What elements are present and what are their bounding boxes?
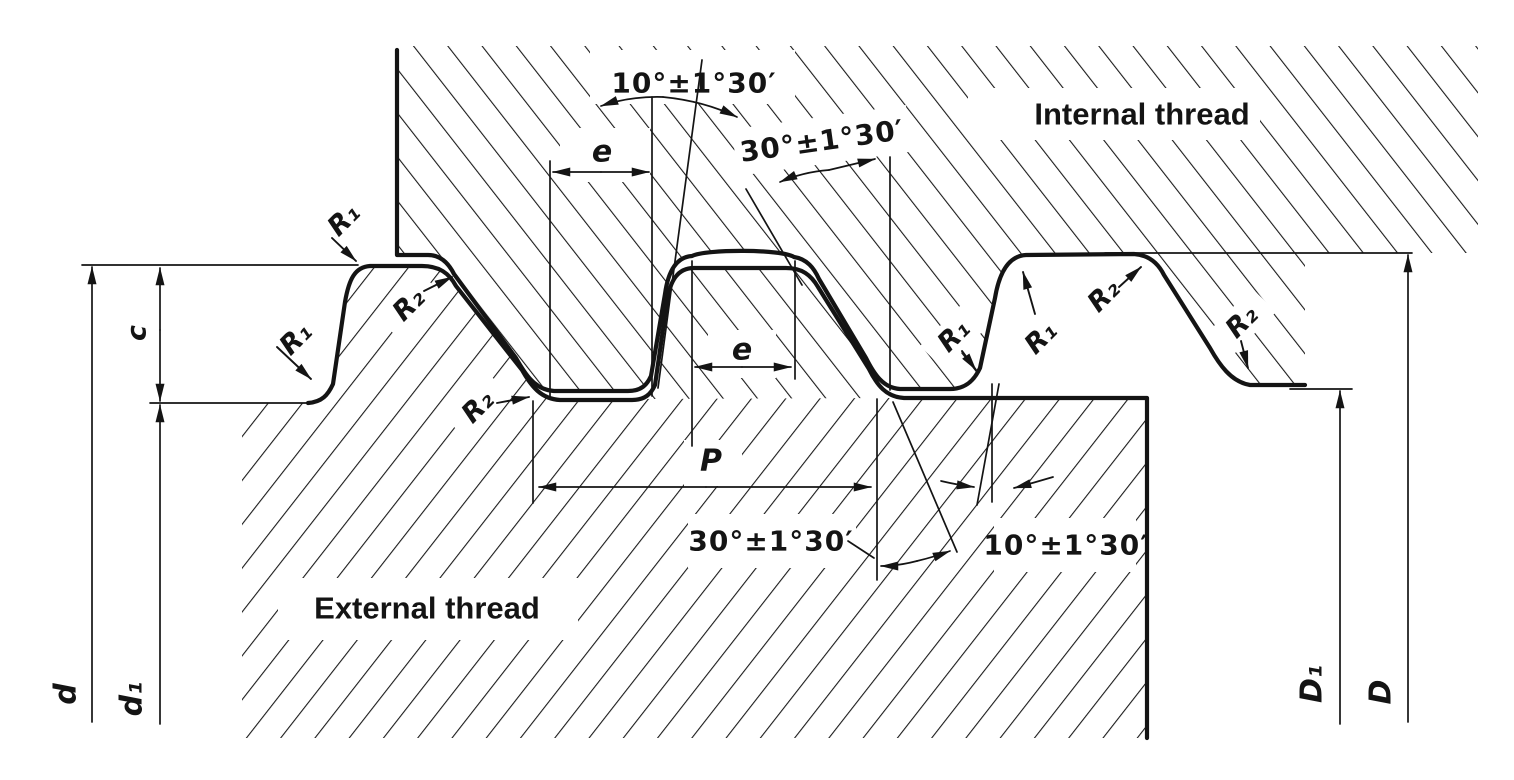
radius-r1-label-a: R₁	[322, 198, 367, 243]
minor-d1-label: d₁	[115, 682, 150, 717]
dimension-lines	[87, 167, 1413, 725]
clearance-c-label: c	[122, 325, 153, 341]
window-angle10-top	[590, 50, 795, 104]
angle-10-bottom-label: 10°±1°30′	[983, 529, 1148, 562]
radius-r1-label-b: R₁	[274, 317, 319, 362]
window-r2a	[375, 271, 443, 339]
e-top-label: e	[592, 135, 612, 170]
extension-lines	[81, 59, 1413, 581]
angle-10-top-label: 10°±1°30′	[611, 67, 776, 100]
window-angle30-bottom	[688, 514, 856, 568]
window-r2b	[444, 373, 512, 441]
pitch-label: P	[700, 444, 722, 479]
angle-arcs	[600, 96, 1054, 571]
window-angle30-top	[731, 104, 913, 177]
internal-thread-label: Internal thread	[1034, 97, 1249, 132]
window-e-mid	[708, 330, 776, 378]
major-d-label: d	[49, 683, 84, 705]
window-angle10-bottom	[994, 518, 1136, 572]
radius-r2-label-d: R₂	[1082, 273, 1127, 318]
external-thread-profile	[305, 263, 1150, 741]
external-thread-label: External thread	[314, 591, 540, 626]
angle-30-bottom-label: 30°±1°30′	[688, 525, 853, 558]
window-external-label	[278, 578, 578, 640]
major-D-label: D	[1364, 680, 1399, 705]
radius-r1-label-d: R₁	[1019, 316, 1064, 361]
window-r1c	[920, 302, 988, 370]
window-r2e	[1208, 288, 1276, 356]
minor-D1-label: D₁	[1295, 665, 1330, 703]
e-mid-label: e	[732, 333, 752, 368]
radius-leaders	[276, 237, 1249, 405]
internal-thread-profile	[394, 47, 1308, 394]
window-pitch	[684, 440, 742, 486]
window-internal-label	[968, 88, 1260, 140]
